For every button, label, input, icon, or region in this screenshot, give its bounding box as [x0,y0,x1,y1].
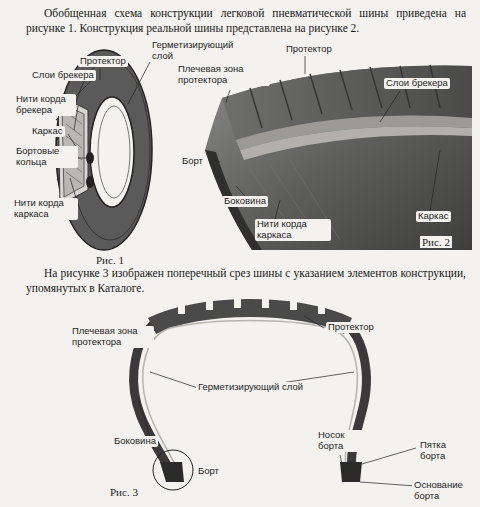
part-label: Нити корда каркаса [12,198,78,220]
part-label: Плечевая зона протектора [70,326,154,348]
part-label: Протектор [326,322,376,333]
part-label: Протектор [284,44,334,55]
part-label: Основание борта [412,480,476,502]
part-label: Герметизирующий слой [150,40,244,62]
part-label: Каркас [30,126,65,137]
part-label: Плечевая зона протектора [176,64,270,86]
part-label: Боковина [222,196,268,207]
part-label: Носок борта [316,430,364,452]
figure-caption: Рис. 2 [420,236,452,248]
part-label: Борт [180,156,205,167]
part-label: Нити корда брекера [14,94,76,116]
figure-caption: Рис. 3 [108,486,140,498]
part-label: Нити корда каркаса [255,219,331,241]
part-label: Каркас [416,211,451,222]
part-label: Бортовые кольца [14,146,78,168]
part-label: Герметизирующий слой [196,382,305,393]
part-label: Слои брекера [30,70,96,81]
part-label: Борт [196,466,221,477]
part-label: Боковина [112,436,158,447]
tire-figure-3 [134,298,416,490]
figure-caption: Рис. 1 [94,254,126,266]
part-label: Слои брекера [384,78,450,89]
paragraph: На рисунке 3 изображен поперечный срез ш… [26,266,466,296]
part-label: Протектор [78,56,128,67]
part-label: Пятка борта [418,440,466,462]
paragraph: Обобщенная схема конструкции легковой пн… [26,6,466,36]
